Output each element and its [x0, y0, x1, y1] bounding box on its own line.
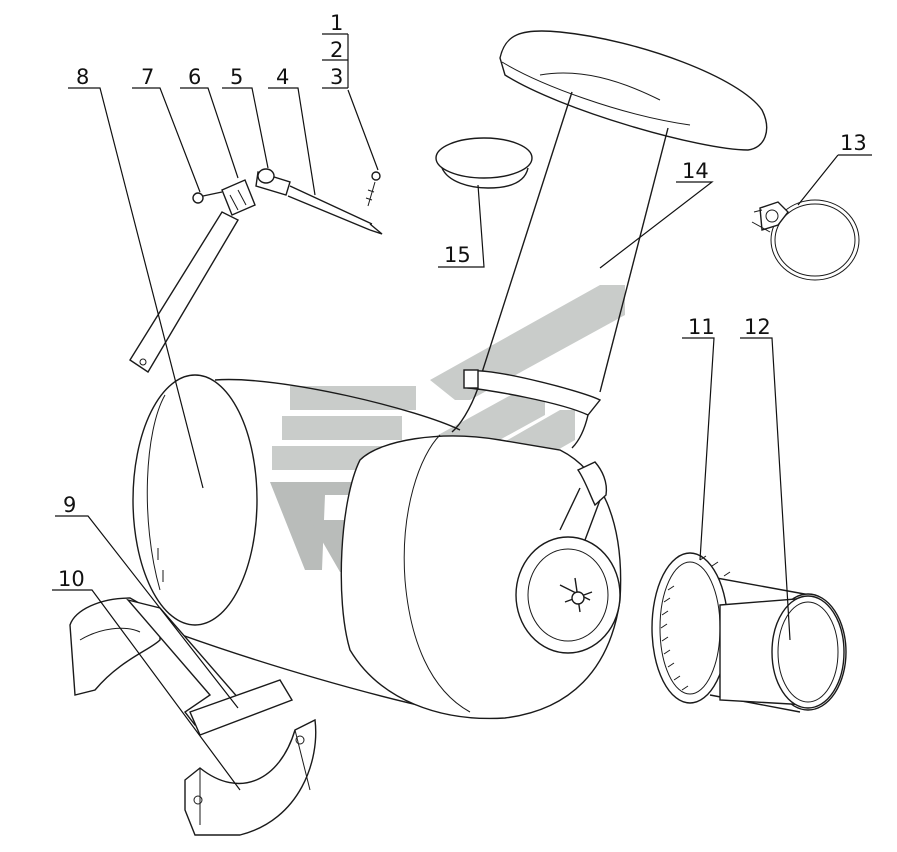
label-part-2: 2	[330, 38, 343, 62]
label-part-10: 10	[58, 567, 85, 591]
label-part-9: 9	[63, 493, 76, 517]
part-number-labels: 1 2 3 4 5 6 7 8 9 10 11 12 13 14 15	[58, 11, 867, 591]
part-14-intake-stack	[451, 30, 768, 449]
label-part-7: 7	[141, 65, 154, 89]
label-part-15: 15	[444, 243, 471, 267]
part-9-10-mounting-bracket	[69, 597, 317, 836]
label-part-13: 13	[840, 131, 867, 155]
leader-lines	[52, 33, 872, 791]
part-15-dust-cap	[435, 137, 533, 189]
label-part-6: 6	[188, 65, 201, 89]
part-13-hose-clamp	[751, 199, 860, 281]
part-11-12-filter-element	[651, 552, 847, 713]
label-part-4: 4	[276, 65, 289, 89]
label-part-5: 5	[230, 65, 243, 89]
part-4-7-service-indicator	[129, 168, 383, 373]
label-part-11: 11	[688, 315, 715, 339]
part-8-air-filter-housing	[132, 374, 622, 720]
label-part-12: 12	[744, 315, 771, 339]
label-part-3: 3	[330, 65, 343, 89]
label-part-14: 14	[682, 159, 709, 183]
label-part-1: 1	[330, 11, 343, 35]
label-part-8: 8	[76, 65, 89, 89]
